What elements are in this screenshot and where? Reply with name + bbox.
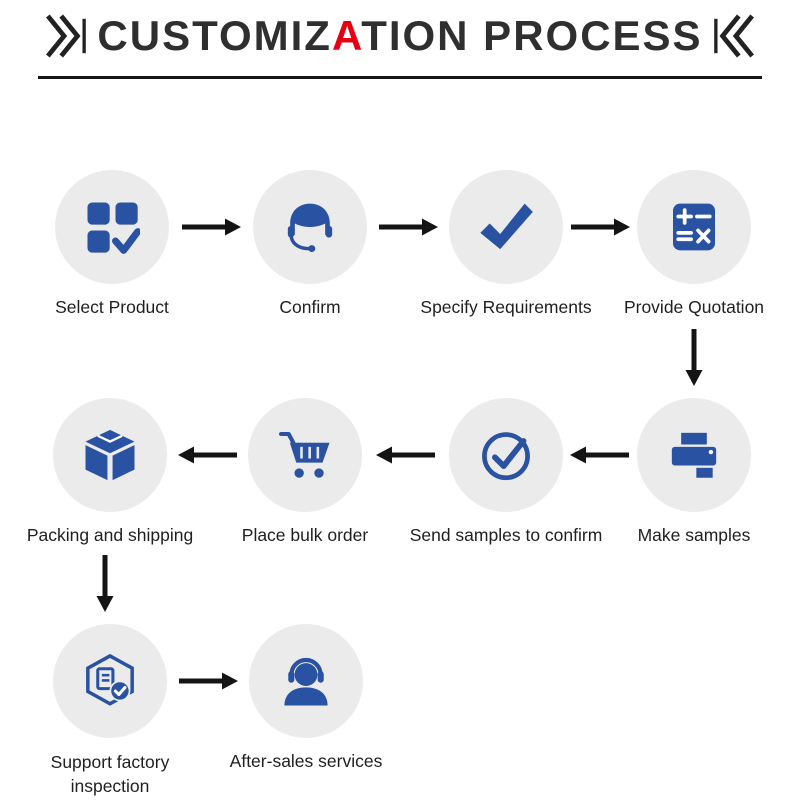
step-circle [637,398,751,512]
calculator-icon [673,203,715,251]
shopping-cart-icon [279,431,330,478]
headset-support-icon [284,657,328,706]
customer-service-icon [287,203,333,253]
title-text: CUSTOMIZ [97,12,332,59]
arrow-left-icon [178,446,237,464]
step-circle [449,398,563,512]
step-circle [53,624,167,738]
step-factory-inspection: Support factory inspection [10,624,210,798]
page-title: CUSTOMIZATION PROCESS [97,12,702,60]
step-label: Select Product [55,297,169,317]
factory-inspection-icon [86,653,134,706]
step-confirm: Confirm [210,170,410,318]
step-specify-requirements: Specify Requirements [406,170,606,318]
printer-icon [671,432,717,478]
arrow-right-icon [179,672,238,690]
circle-check-icon [482,432,530,481]
arrow-down-icon [96,555,114,612]
arrow-right-icon [182,218,241,236]
arrow-left-icon [376,446,435,464]
step-circle [53,398,167,512]
title-decoration-left-chevrons-icon [46,14,87,58]
step-label: Packing and shipping [26,525,194,545]
step-label: Confirm [279,297,341,317]
title-highlight-letter: A [331,12,362,59]
title-row: CUSTOMIZATION PROCESS [0,12,800,60]
step-send-samples: Send samples to confirm [406,398,606,546]
step-circle [449,170,563,284]
title-text: TION PROCESS [361,12,703,59]
checkmark-icon [480,203,533,250]
arrow-right-icon [379,218,438,236]
step-label: Make samples [637,525,751,545]
title-underline [38,76,762,79]
step-label: Support factory inspection [50,752,170,796]
step-make-samples: Make samples [594,398,794,546]
arrow-left-icon [570,446,629,464]
step-label: Provide Quotation [623,297,765,317]
step-label: Specify Requirements [420,297,592,317]
step-circle [249,624,363,738]
step-provide-quotation: Provide Quotation [594,170,794,318]
step-after-sales: After-sales services [206,624,406,772]
package-box-icon [85,429,135,481]
arrow-down-icon [685,329,703,386]
product-grid-check-icon [87,202,140,254]
step-packing-shipping: Packing and shipping [10,398,210,546]
step-circle [253,170,367,284]
step-circle [637,170,751,284]
step-circle [248,398,362,512]
step-label: Send samples to confirm [409,525,603,545]
step-place-bulk-order: Place bulk order [205,398,405,546]
step-select-product: Select Product [12,170,212,318]
arrow-right-icon [571,218,630,236]
step-label: After-sales services [229,751,383,771]
step-label: Place bulk order [241,525,369,545]
title-decoration-right-chevrons-icon [713,14,754,58]
step-circle [55,170,169,284]
